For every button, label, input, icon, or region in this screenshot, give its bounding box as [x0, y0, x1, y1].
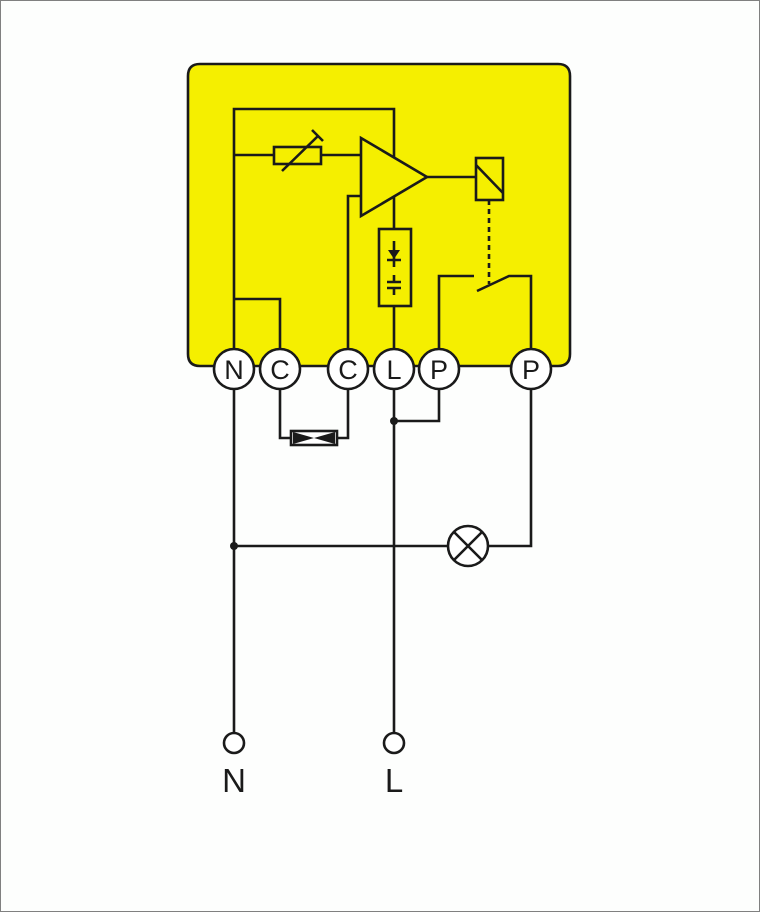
terminal-L: L — [372, 347, 416, 391]
device-housing — [186, 62, 572, 368]
svg-text:P: P — [522, 355, 540, 385]
terminal-P1: P — [417, 347, 461, 391]
sensor-icon — [289, 429, 339, 447]
svg-text:P: P — [430, 355, 448, 385]
adjustable-resistor-icon — [272, 129, 324, 172]
power-supply-icon — [377, 227, 413, 308]
neutral-label: N — [222, 762, 246, 799]
amplifier-icon — [359, 135, 430, 219]
line-label: L — [385, 762, 403, 799]
svg-text:C: C — [270, 355, 290, 385]
terminal-N: N — [212, 347, 256, 391]
internal-wiring — [232, 107, 533, 349]
svg-text:C: C — [338, 355, 358, 385]
external-wiring — [230, 389, 533, 733]
supply-terminal-line — [382, 731, 406, 755]
terminal-P2: P — [509, 347, 553, 391]
terminal-C2: C — [326, 347, 370, 391]
svg-text:N: N — [224, 355, 244, 385]
supply-terminal-neutral — [222, 731, 246, 755]
lamp-icon — [446, 524, 490, 568]
relay-coil-icon — [474, 156, 505, 202]
svg-text:L: L — [386, 355, 401, 385]
terminal-C1: C — [258, 347, 302, 391]
